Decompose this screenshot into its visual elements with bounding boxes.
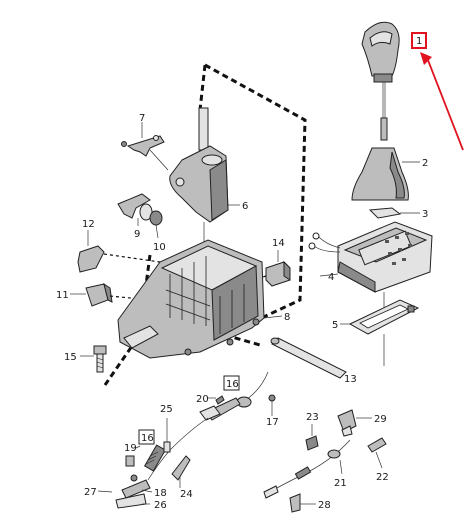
callout-27: 27: [84, 487, 97, 498]
callout-14: 14: [272, 238, 285, 249]
callout-18: 18: [154, 488, 167, 499]
callout-7: 7: [139, 113, 145, 124]
callout-16-top: 16: [226, 379, 239, 390]
callout-12: 12: [82, 219, 95, 230]
callout-28: 28: [318, 500, 331, 511]
highlight-box: [411, 32, 427, 49]
selector-cable-assembly-part: [263, 409, 387, 513]
selector-housing-part: [117, 239, 283, 359]
highlight-arrowhead: [420, 52, 432, 65]
callout-labels: 1 2 3 4 5 6 7 8 9 10 11 12 13 14 15 16 1…: [56, 36, 428, 511]
gear-knob-part: [361, 21, 400, 141]
callout-21: 21: [334, 478, 347, 489]
callout-13: 13: [344, 374, 357, 385]
callout-4: 4: [328, 272, 334, 283]
callout-19: 19: [124, 443, 137, 454]
callout-23: 23: [306, 412, 319, 423]
callout-16-box-top: [223, 375, 240, 391]
switch-part: [70, 282, 151, 307]
callout-10: 10: [153, 242, 166, 253]
callout-15: 15: [64, 352, 77, 363]
clip-bracket-part: [77, 230, 161, 273]
indicator-panel-part: [308, 221, 433, 320]
callout-22: 22: [376, 472, 389, 483]
dashed-link-to-tube: [224, 333, 261, 347]
callout-17: 17: [266, 417, 279, 428]
callout-1: 1: [416, 36, 422, 47]
rod-part: [270, 337, 347, 379]
shift-boot-part: [351, 147, 420, 201]
pin-bracket-part: [117, 193, 163, 239]
connector-part: [247, 250, 291, 287]
callout-3: 3: [422, 209, 428, 220]
callout-11: 11: [56, 290, 69, 301]
callout-8: 8: [284, 312, 290, 323]
callout-16-box-left: [138, 429, 155, 445]
boot-ring-part: [368, 207, 420, 219]
shift-cable-assembly-part: [97, 371, 276, 509]
callout-2: 2: [422, 158, 428, 169]
callout-16-left: 16: [141, 433, 154, 444]
bezel-frame-part: [340, 299, 420, 366]
callout-9: 9: [134, 229, 140, 240]
callout-25: 25: [160, 404, 173, 415]
callout-6: 6: [242, 201, 248, 212]
highlight-arrow-line: [425, 54, 464, 151]
callout-29: 29: [374, 414, 387, 425]
callout-5: 5: [332, 320, 338, 331]
callout-24: 24: [180, 489, 193, 500]
bolt-part: [80, 345, 107, 373]
shift-lever-part: [169, 107, 240, 250]
small-bracket-part: [121, 122, 169, 171]
callout-26: 26: [154, 500, 167, 511]
callout-20: 20: [196, 394, 209, 405]
